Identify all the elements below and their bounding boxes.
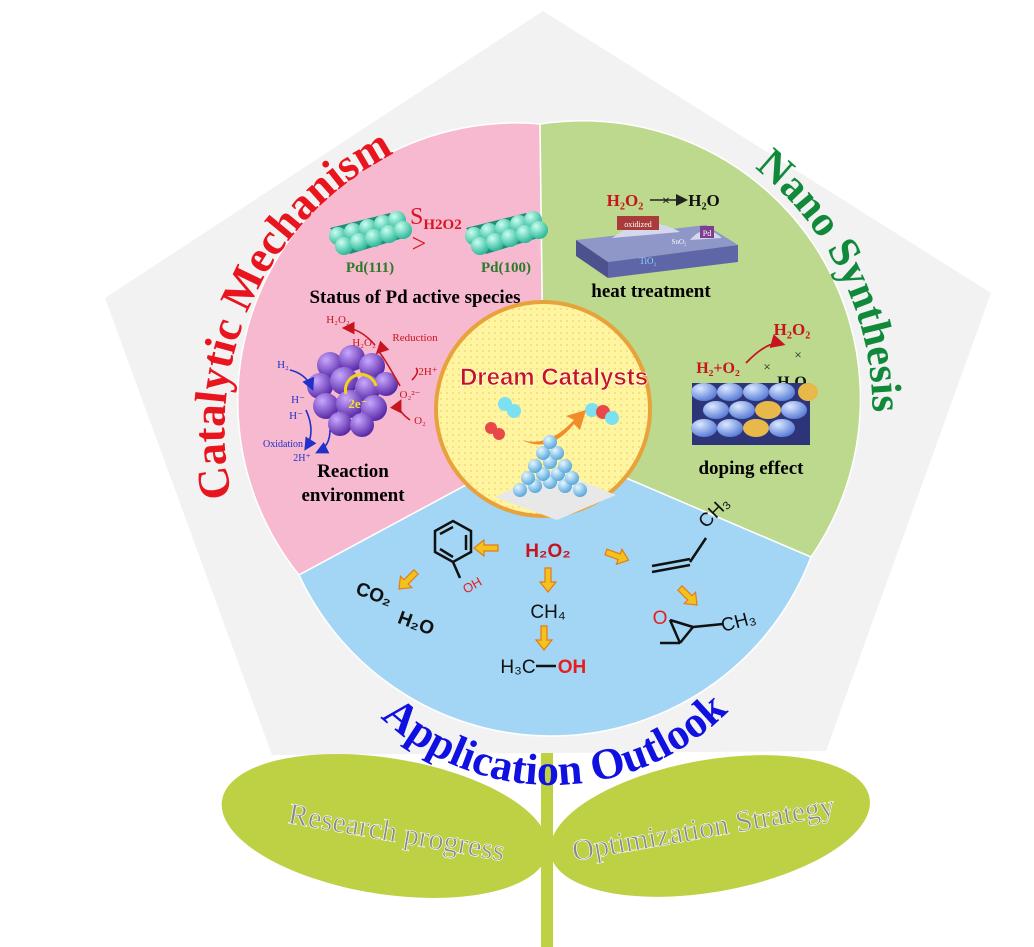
reaction-caption-line2: environment <box>301 485 405 506</box>
oxidation-label: Oxidation <box>263 439 303 450</box>
decomposition-blocked-mark: × <box>662 194 670 209</box>
two-h-plus-red-label: 2H⁺ <box>418 366 437 378</box>
h2o2-decomposition-left: H₂O₂ <box>607 191 644 210</box>
methanol-h3c-label: H₃C <box>500 657 535 678</box>
arrow-to-propylene <box>604 547 630 566</box>
arrow-to-phenol <box>473 538 499 558</box>
decomposition-x-mark-1: × <box>763 359 770 374</box>
arrow-to-epoxide <box>677 585 698 606</box>
application-sector <box>298 442 812 737</box>
methanol-oh-label: OH <box>558 657 587 678</box>
h-minus-label-2: H⁻ <box>289 410 303 422</box>
epoxide-oxygen-label: O <box>653 608 668 629</box>
greater-than-sign: > <box>412 229 427 258</box>
propylene-structure <box>651 537 708 574</box>
o2-label: O₂ <box>414 415 426 427</box>
pd100-label: Pd(100) <box>481 260 531 276</box>
epoxide-structure <box>660 618 724 645</box>
two-h-plus-blue-label: 2H⁺ <box>293 453 311 464</box>
two-electron-label: 2e⁻ <box>348 396 367 411</box>
tio2-label: TiO₂ <box>639 256 656 266</box>
dream-catalysts-title: Dream Catalysts <box>460 364 648 391</box>
pd111-cluster-image <box>329 211 412 255</box>
sno2-label: SnO₂ <box>672 238 687 246</box>
h-minus-label-1: H⁻ <box>291 394 305 406</box>
phenol-structure <box>433 519 473 579</box>
arrow-to-co2 <box>398 569 419 590</box>
oxidation-arrow-3 <box>315 429 331 454</box>
peroxide-ion-label: O₂²⁻ <box>400 389 421 401</box>
pd100-cluster-image <box>465 211 548 255</box>
electron-arc <box>343 373 378 395</box>
reduction-label: Reduction <box>392 332 438 344</box>
doping-effect-caption: doping effect <box>698 458 804 479</box>
arrow-to-ch4 <box>538 567 558 593</box>
status-of-pd-caption: Status of Pd active species <box>309 287 520 308</box>
h2o2-top-label: H₂O₂ <box>326 314 350 326</box>
left-leaf <box>221 754 549 898</box>
heat-treatment-image <box>576 216 738 278</box>
pd-label: Pd <box>703 229 711 238</box>
arrow-to-methanol <box>534 625 554 651</box>
h2o2-product-label: H₂O₂ <box>774 320 811 339</box>
dream-catalysts-circle <box>434 300 652 518</box>
synthesis-arrow <box>745 334 786 364</box>
h2o-decomposition-right: H₂O <box>688 191 720 210</box>
ch4-label: CH₄ <box>530 602 565 623</box>
right-leaf <box>550 755 870 897</box>
doped-surface-image <box>691 383 818 445</box>
oxidation-arrow-2 <box>304 409 317 451</box>
reduction-arrow-3 <box>389 399 411 421</box>
heat-treatment-caption: heat treatment <box>591 281 711 302</box>
oxidation-arrow-1 <box>289 369 315 391</box>
h2-label: H₂ <box>277 359 289 371</box>
selectivity-symbol: SH2O2 <box>410 204 462 233</box>
h2-o2-reactants: H₂+O₂ <box>696 360 740 377</box>
pd111-label: Pd(111) <box>346 260 394 276</box>
decomposition-x-mark-2: × <box>794 347 801 362</box>
reaction-caption-line1: Reaction <box>317 461 389 482</box>
h2o2-center-label: H₂O₂ <box>525 541 570 562</box>
reduction-arrow-2 <box>375 340 401 387</box>
catalyst-pyramid-image <box>495 435 616 520</box>
oxidized-label: oxidized <box>624 220 652 229</box>
molecule-icons <box>485 397 619 440</box>
reduction-arrow-4 <box>411 367 419 381</box>
reduction-arrow-1 <box>341 321 376 346</box>
reaction-arrows <box>398 538 698 651</box>
